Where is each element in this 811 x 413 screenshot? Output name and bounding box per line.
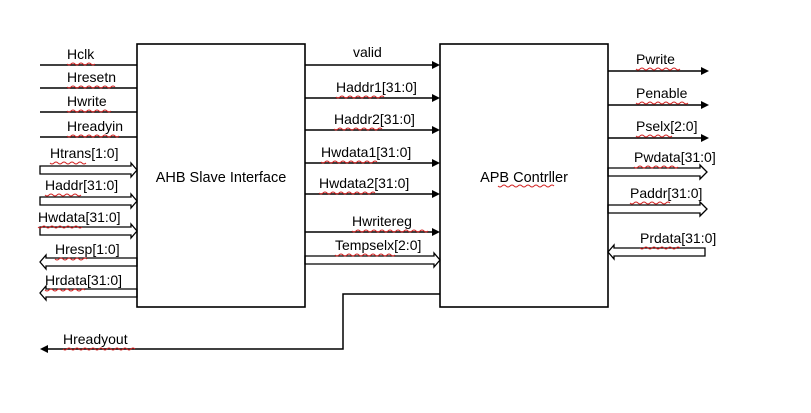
spellcheck-underlines: [37, 62, 689, 351]
label-haddr1: Haddr1[31:0]: [336, 79, 417, 95]
label-hwdata: Hwdata[31:0]: [38, 209, 121, 225]
label-hclk: Hclk: [67, 46, 95, 62]
bus-prdata: Prdata[31:0]: [607, 230, 716, 261]
signal-haddr1: Haddr1[31:0]: [305, 79, 440, 102]
bus-haddr: Haddr[31:0]: [39, 177, 138, 210]
label-tempselx: Tempselx[2:0]: [335, 237, 421, 253]
label-haddr: Haddr[31:0]: [45, 177, 118, 193]
label-hwdata2: Hwdata2[31:0]: [319, 175, 409, 191]
apb-controller-block: [439, 43, 609, 308]
apb-block-title: APB Contrller: [480, 170, 568, 186]
label-hrdata: Hrdata[31:0]: [45, 272, 122, 288]
signal-hreadyout: Hreadyout: [40, 293, 440, 353]
signal-pwrite: Pwrite: [608, 51, 709, 75]
signal-pselx: Pselx[2:0]: [608, 118, 709, 142]
label-hresp: Hresp[1:0]: [55, 241, 120, 257]
signal-hclk: Hclk: [40, 46, 137, 66]
ahb-slave-interface-block: [136, 43, 306, 308]
ahb-block-title: AHB Slave Interface: [156, 170, 287, 186]
signal-hreadyin: Hreadyin: [40, 118, 137, 138]
signal-hwdata1: Hwdata1[31:0]: [305, 144, 440, 167]
label-paddr: Paddr[31:0]: [630, 185, 702, 201]
label-hwdata1: Hwdata1[31:0]: [321, 144, 411, 160]
signal-haddr2: Haddr2[31:0]: [305, 111, 440, 134]
bus-hresp: Hresp[1:0]: [39, 241, 138, 271]
bus-htrans: Htrans[1:0]: [39, 145, 138, 179]
signal-hresetn: Hresetn: [40, 69, 137, 89]
bus-hwdata: Hwdata[31:0]: [38, 209, 138, 240]
bus-paddr: Paddr[31:0]: [607, 185, 708, 218]
bus-pwdata: Pwdata[31:0]: [607, 149, 716, 181]
label-pwdata: Pwdata[31:0]: [634, 149, 716, 165]
label-hresetn: Hresetn: [67, 69, 116, 85]
label-hreadyin: Hreadyin: [67, 118, 123, 134]
label-valid: valid: [353, 44, 382, 60]
signal-hwritereg: Hwritereg: [305, 213, 440, 236]
signal-penable: Penable: [608, 85, 709, 109]
label-haddr2: Haddr2[31:0]: [334, 111, 415, 127]
signal-hwrite: Hwrite: [40, 93, 137, 113]
signal-hwdata2: Hwdata2[31:0]: [305, 175, 440, 198]
label-htrans: Htrans[1:0]: [50, 145, 118, 161]
label-pselx: Pselx[2:0]: [636, 118, 697, 134]
bus-hrdata: Hrdata[31:0]: [39, 272, 138, 302]
label-hreadyout: Hreadyout: [63, 331, 128, 347]
label-penable: Penable: [636, 85, 688, 101]
label-pwrite: Pwrite: [636, 51, 675, 67]
bus-tempselx: Tempselx[2:0]: [304, 237, 441, 269]
label-hwrite: Hwrite: [67, 93, 107, 109]
label-prdata: Prdata[31:0]: [640, 230, 716, 246]
label-hwritereg: Hwritereg: [352, 213, 412, 229]
signal-valid: valid: [305, 44, 440, 69]
